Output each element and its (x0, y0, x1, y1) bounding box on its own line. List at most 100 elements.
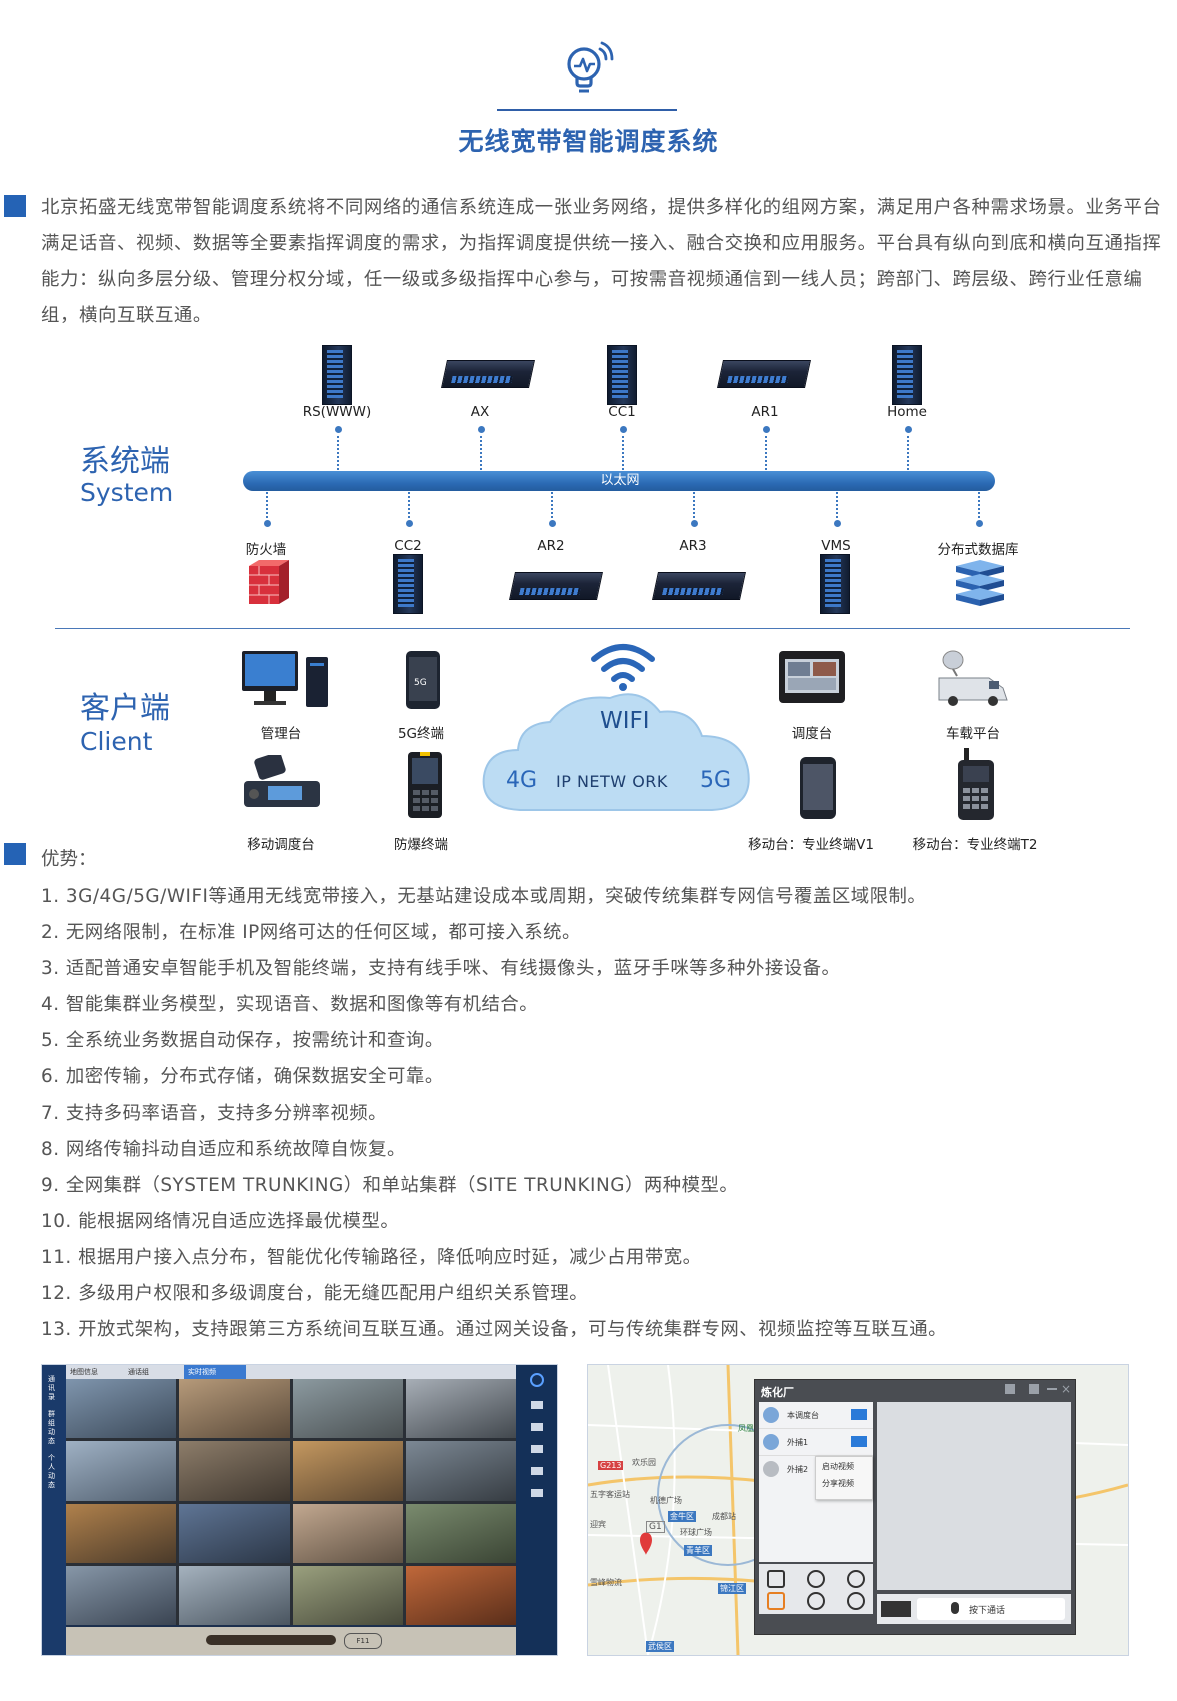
menu-item-start-video[interactable]: 启动视频 (822, 1462, 854, 1471)
avatar (763, 1407, 779, 1423)
message-icon[interactable] (530, 1423, 543, 1431)
video-tile[interactable] (66, 1565, 177, 1625)
minimize-icon[interactable] (1047, 1388, 1057, 1390)
advantages-title: 优势： (41, 849, 97, 870)
menu-item-share-video[interactable]: 分享视频 (822, 1479, 854, 1488)
client-label-5g-terminal: 5G终端 (397, 726, 445, 742)
client-label-explosion-proof: 防爆终端 (394, 837, 448, 853)
video-tile[interactable] (405, 1503, 516, 1563)
ptt-label: 按下通话 (969, 1606, 1006, 1616)
client-label-dispatch: 调度台 (791, 726, 833, 742)
close-icon[interactable]: × (1060, 1382, 1071, 1396)
settings-icon[interactable] (530, 1489, 543, 1497)
video-tile[interactable] (66, 1379, 177, 1439)
map-label: 成都站 (712, 1512, 736, 1521)
video-area (877, 1402, 1071, 1590)
video-camera-icon[interactable] (851, 1409, 867, 1420)
tab-bar: 地图信息 通话组 实时视频 (66, 1365, 516, 1379)
group-icon[interactable] (847, 1570, 865, 1588)
move-icon[interactable] (767, 1570, 785, 1588)
map-label: 雪峰物流 (590, 1578, 622, 1587)
device-label-vms: VMS (821, 538, 851, 554)
push-to-talk-button[interactable]: 按下通话 (917, 1598, 1065, 1620)
map-label: 五字客运站 (590, 1490, 630, 1499)
lock-icon[interactable] (1029, 1384, 1039, 1394)
volume-icon[interactable] (1005, 1384, 1015, 1394)
target-icon[interactable] (807, 1570, 825, 1588)
video-tile[interactable] (292, 1565, 403, 1625)
list-item[interactable]: 外捕1 (759, 1429, 873, 1456)
device-label-home: Home (887, 404, 927, 420)
tab-map[interactable]: 地图信息 (70, 1368, 98, 1376)
connector-line (836, 492, 838, 518)
side-menu-item-groups[interactable]: 群组动态 (48, 1410, 55, 1445)
advantage-item: 5. 全系统业务数据自动保存，按需统计和查询。 (41, 1030, 444, 1051)
list-item-label: 本调度台 (787, 1411, 819, 1420)
progress-track[interactable] (206, 1635, 336, 1645)
client-label-management: 管理台 (260, 726, 302, 742)
keyboard-icon[interactable] (881, 1601, 911, 1617)
side-menu: 通讯录 群组动态 个人动态 (42, 1365, 66, 1655)
network-box-icon (717, 360, 811, 388)
video-tile[interactable] (66, 1441, 177, 1501)
video-grid (66, 1379, 516, 1625)
list-item-label: 外捕2 (787, 1465, 809, 1474)
system-subtitle: System (80, 478, 174, 507)
context-menu: 启动视频 分享视频 (815, 1456, 873, 1500)
video-tile[interactable] (292, 1379, 403, 1439)
intro-paragraph: 北京拓盛无线宽带智能调度系统将不同网络的通信系统连成一张业务网络，提供多样化的组… (41, 197, 1162, 326)
connector-line (978, 492, 980, 518)
connector-dot (834, 520, 841, 527)
map-label: 机德广场 (650, 1496, 682, 1505)
device-label-database: 分布式数据库 (937, 542, 1019, 558)
tab-calls[interactable]: 通话组 (128, 1368, 149, 1376)
device-label-ar1: AR1 (751, 404, 779, 420)
user-icon[interactable] (530, 1401, 543, 1409)
right-toolbar (516, 1365, 557, 1655)
microphone-icon (951, 1602, 959, 1614)
advantage-item: 6. 加密传输，分布式存储，确保数据安全可靠。 (41, 1066, 444, 1087)
side-menu-item-contacts[interactable]: 通讯录 (48, 1375, 55, 1401)
cloud-wifi-label: WIFI (600, 708, 650, 734)
video-tile[interactable] (405, 1565, 516, 1625)
section-divider (55, 628, 1130, 629)
broadcast-icon[interactable] (767, 1592, 785, 1610)
advantage-item: 4. 智能集群业务模型，实现语音、数据和图像等有机结合。 (41, 994, 539, 1015)
wifi-icon (590, 641, 656, 695)
video-tile[interactable] (179, 1441, 290, 1501)
document-icon[interactable] (530, 1467, 543, 1475)
connector-dot (976, 520, 983, 527)
list-item[interactable]: 外捕2 (759, 1456, 873, 1482)
video-tile[interactable] (179, 1503, 290, 1563)
video-tile[interactable] (179, 1565, 290, 1625)
call-group-icon[interactable] (807, 1592, 825, 1610)
connector-dot (549, 520, 556, 527)
ptt-bar: 按下通话 (877, 1594, 1071, 1624)
avatar (763, 1461, 779, 1477)
action-grid (759, 1564, 873, 1614)
video-tile[interactable] (405, 1379, 516, 1439)
tab-live-video[interactable]: 实时视频 (184, 1365, 246, 1379)
list-item-label: 外捕1 (787, 1438, 809, 1447)
side-menu-item-personal[interactable]: 个人动态 (48, 1454, 55, 1489)
video-tile[interactable] (66, 1503, 177, 1563)
power-icon[interactable] (529, 1373, 544, 1387)
camera-icon[interactable] (530, 1445, 543, 1453)
connector-dot (691, 520, 698, 527)
add-member-icon[interactable] (847, 1592, 865, 1610)
video-camera-icon[interactable] (851, 1436, 867, 1447)
video-tile[interactable] (405, 1441, 516, 1501)
connector-line (551, 492, 553, 518)
fullscreen-button[interactable]: F11 (344, 1633, 382, 1649)
video-tile[interactable] (292, 1503, 403, 1563)
server-rack-icon (892, 345, 922, 405)
video-tile[interactable] (179, 1379, 290, 1439)
video-tile[interactable] (292, 1441, 403, 1501)
connector-dot (406, 520, 413, 527)
client-label-mobile-v1: 移动台：专业终端V1 (748, 837, 874, 853)
connector-line (765, 436, 767, 470)
list-item[interactable]: 本调度台 (759, 1402, 873, 1429)
ethernet-bus (243, 471, 995, 491)
server-rack-icon (322, 345, 352, 405)
cloud-4g-label: 4G (506, 768, 538, 793)
